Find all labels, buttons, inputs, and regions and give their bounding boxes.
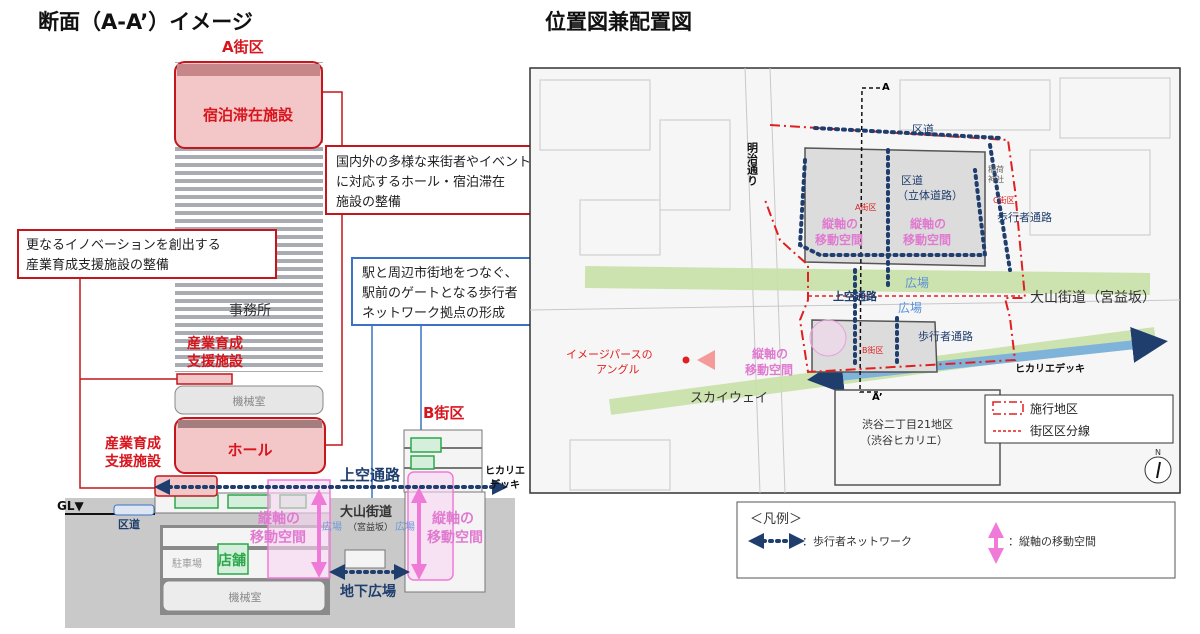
ward-road-label: 区道 — [118, 517, 140, 531]
site-map: N — [529, 67, 1181, 494]
vertical-right-label: 移動空間 — [427, 529, 483, 546]
map-block-b-label: B街区 — [862, 345, 884, 355]
map-vertical-label: 縦軸の — [822, 216, 858, 231]
map-labels: A A’ 区道 明治通り 区道 （立体道路） 稲荷 神社 C街区 A街区 歩行者… — [566, 82, 1156, 447]
callout-station-line: ネットワーク拠点の形成 — [362, 306, 505, 321]
gl-label: GL▼ — [57, 499, 84, 513]
map-vertical-label: 縦軸の — [910, 216, 946, 231]
vertical-right-label: 縦軸の — [432, 510, 474, 527]
callout-station-line: 駅前のゲートとなる歩行者 — [362, 285, 518, 301]
callout-innovation-line: 更なるイノベーションを創出する — [26, 238, 221, 253]
vertical-left-label: 移動空間 — [250, 529, 306, 546]
shrine-label: 神社 — [988, 174, 1004, 184]
map-pedestrian-network — [797, 126, 1012, 367]
map-skyway-bridge-label: 上空通路 — [833, 289, 878, 303]
map-skyway-label: スカイウェイ — [690, 391, 768, 406]
map-plaza-label: 広場 — [898, 301, 922, 315]
callout-hall-line: に対応するホール・宿泊滞在 — [336, 174, 505, 190]
office-label: 事務所 — [229, 303, 271, 319]
map-block-c-label: C街区 — [993, 195, 1015, 205]
legend-title: ＜凡例＞ — [750, 512, 802, 527]
block-a-label: A街区 — [222, 38, 264, 56]
ward-road-3d-label: （立体道路） — [897, 188, 963, 202]
shop-label: 店舗 — [218, 552, 246, 569]
lodging-block — [174, 61, 323, 149]
machine-room-lower-label: 機械室 — [229, 590, 262, 604]
hikarie-building-label: 渋谷二丁目21地区 — [862, 418, 953, 431]
machine-room-lower — [162, 580, 326, 612]
inner-legend-area: 施行地区 — [1030, 402, 1078, 416]
skyway-label: 上空通路 — [340, 466, 401, 484]
block-b-label: B街区 — [423, 404, 464, 422]
callout-station-line: 駅と周辺市街地をつなぐ、 — [362, 265, 518, 281]
callout-hall-box — [325, 145, 569, 215]
map-block-a-label: A街区 — [855, 202, 876, 212]
innovation-leader-line — [79, 278, 155, 489]
callout-hall-line: 施設の整備 — [336, 194, 401, 210]
meiji-street-label: 明治通り — [746, 142, 759, 186]
a-prime-marker: A’ — [872, 392, 883, 403]
hall-leader-line — [322, 91, 343, 446]
industry-upper-label: 産業育成 — [187, 335, 243, 352]
a-marker: A — [882, 82, 890, 93]
angle-label: イメージパースの — [566, 348, 653, 361]
parking-label: 駐車場 — [172, 557, 202, 570]
callout-innovation-line: 産業育成支援施設の整備 — [26, 257, 169, 273]
legend-pedestrian: ：歩行者ネットワーク — [802, 534, 912, 548]
hikarie-deck-label: ヒカリエ — [485, 465, 525, 477]
plaza-right-label: 広場 — [395, 520, 415, 533]
compass-label: N — [1155, 448, 1161, 457]
oyama-label: 大山街道 — [340, 504, 392, 520]
map-ward-road-label: 区道 — [912, 122, 934, 136]
section-title: 断面（A-A’）イメージ — [38, 10, 253, 34]
map-vertical-label: 移動空間 — [745, 362, 793, 377]
ped-path-label: 歩行者通路 — [997, 210, 1052, 224]
section-line — [859, 87, 880, 393]
angle-cone-icon — [697, 350, 715, 370]
machine-room-label: 機械室 — [233, 394, 266, 408]
angle-label: アングル — [596, 362, 640, 376]
tower: 宿泊滞在施設 事務所 機械室 ホール — [174, 61, 326, 474]
machine-room-upper — [174, 385, 324, 415]
vertical-left-label: 縦軸の — [258, 510, 300, 527]
plaza-left-label: 広場 — [322, 520, 342, 533]
map-vertical-label: 移動空間 — [815, 232, 863, 247]
map-vertical-label: 縦軸の — [752, 346, 788, 361]
map-hikarie-deck-label: ヒカリエデッキ — [1015, 362, 1085, 375]
legend: ＜凡例＞ ：歩行者ネットワーク ：縦軸の移動空間 — [736, 501, 1176, 579]
lodging-label: 宿泊滞在施設 — [203, 106, 294, 124]
industry-lower-label: 支援施設 — [104, 453, 162, 470]
map-title: 位置図兼配置図 — [545, 10, 692, 34]
hikarie-deck-label: デッキ — [490, 478, 520, 491]
project-area-boundary — [764, 124, 1027, 374]
callout-hall-line: 国内外の多様な来街者やイベント — [336, 154, 531, 170]
industry-floor-marker — [176, 373, 233, 385]
legend-vertical: ：縦軸の移動空間 — [1008, 534, 1096, 548]
miyamasu-label: （宮益坂） — [348, 521, 393, 533]
hikarie-building-label: （渋谷ヒカリエ） — [860, 434, 948, 447]
ward-road-3d-label: 区道 — [901, 173, 923, 187]
ped-path-label: 歩行者通路 — [918, 329, 973, 343]
map-vertical-label: 移動空間 — [903, 232, 951, 247]
angle-point-icon — [682, 356, 690, 364]
underground-plaza-label: 地下広場 — [340, 583, 396, 600]
industry-upper-label: 支援施設 — [186, 353, 244, 370]
callout-innovation-box — [17, 229, 277, 279]
inner-legend-block-line: 街区区分線 — [1030, 423, 1090, 438]
hall-label: ホール — [227, 441, 272, 459]
oyama-street-band — [584, 266, 1151, 295]
industry-lower-label: 産業育成 — [105, 435, 161, 452]
map-oyama-label: 大山街道（宮益坂） — [1030, 290, 1156, 306]
shrine-label: 稲荷 — [988, 164, 1004, 174]
map-plaza-label: 広場 — [905, 276, 929, 290]
